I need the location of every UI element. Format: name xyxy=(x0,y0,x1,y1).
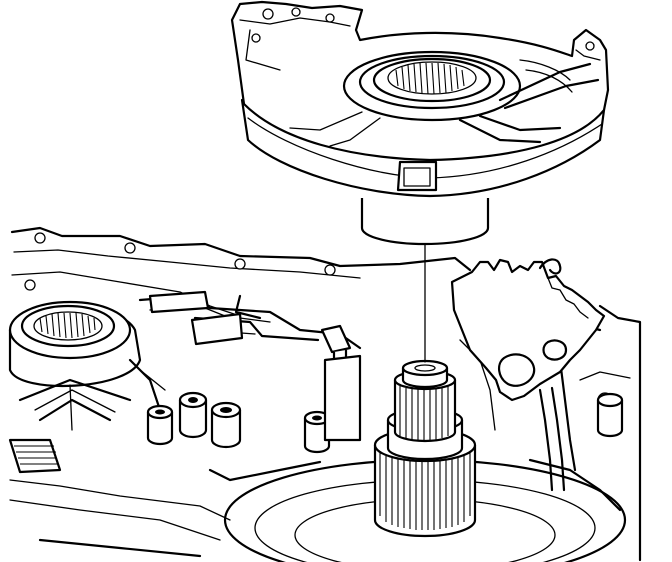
pump-cover xyxy=(230,0,610,246)
manual-valve-detent-lever xyxy=(450,258,606,492)
input-shaft xyxy=(373,359,477,538)
left-bearing-housing xyxy=(8,300,166,431)
case-bosses xyxy=(146,290,624,454)
left-cast-ribs xyxy=(8,438,62,474)
